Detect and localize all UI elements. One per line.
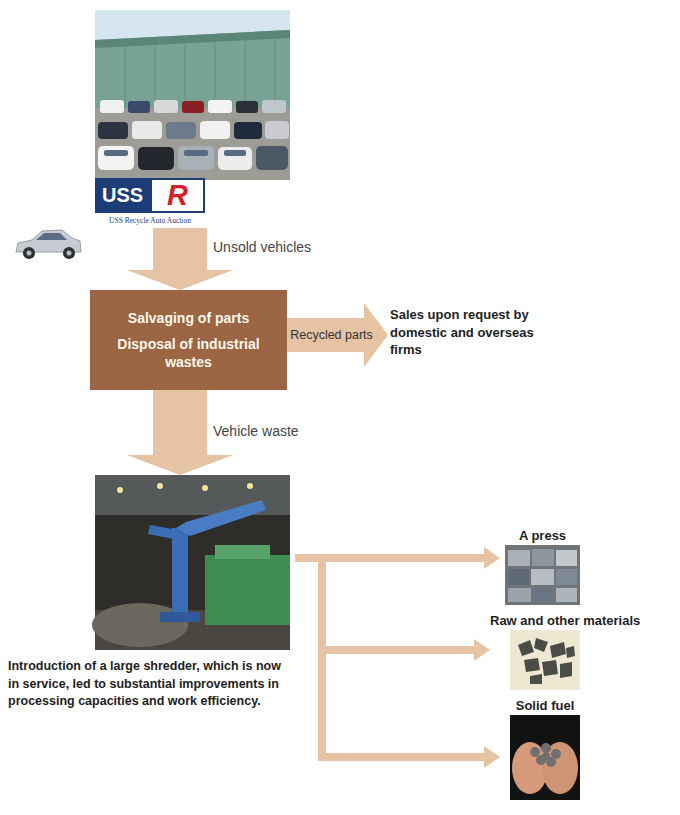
- raw-materials-photo: [510, 630, 580, 690]
- output-node: A press: [500, 527, 585, 607]
- process-box: Salvaging of partsDisposal of industrial…: [90, 290, 287, 390]
- shredder-photo-node: Introduction of a large shredder, which …: [8, 475, 295, 725]
- shredder-photo: [92, 475, 290, 650]
- flow-arrow: [287, 303, 388, 367]
- photo-caption: Introduction of a large shredder, which …: [8, 658, 295, 711]
- press-photo: [505, 545, 580, 605]
- flow-arrow-shape: [287, 303, 388, 367]
- car-picture: [16, 230, 81, 259]
- output-heading: Raw and other materials: [490, 612, 675, 630]
- logo-text: USS: [95, 178, 150, 213]
- output-arrow-line: [295, 558, 486, 757]
- edge-label: Vehicle waste: [213, 423, 299, 440]
- solid-fuel-photo: [510, 715, 580, 800]
- logo-subtitle: USS Recycle Auto Auction: [95, 216, 205, 226]
- arrowhead: [484, 547, 500, 569]
- outcome-text-node: Sales upon request by domestic and overs…: [390, 306, 555, 372]
- process-text: Disposal of industrial wastes: [102, 335, 275, 371]
- arrowhead: [484, 746, 500, 768]
- edge-label: Recycled parts: [290, 328, 373, 343]
- output-arrow: [295, 558, 500, 768]
- auction-photo-node: USSR USS Recycle Auto Auction: [95, 10, 290, 228]
- edge-label: Unsold vehicles: [213, 239, 311, 256]
- arrowhead: [474, 639, 490, 661]
- logo-mark: R: [150, 178, 205, 213]
- output-heading: A press: [500, 527, 585, 545]
- output-node: Raw and other materials: [490, 612, 675, 692]
- outcome-text: Sales upon request by domestic and overs…: [390, 306, 555, 359]
- output-heading: Solid fuel: [500, 697, 590, 715]
- flow-arrow: [127, 228, 233, 290]
- auction-photo: [95, 10, 290, 180]
- flow-arrow-shape: [127, 228, 233, 290]
- output-node: Solid fuel: [500, 697, 590, 802]
- process-text: Salvaging of parts: [128, 309, 249, 327]
